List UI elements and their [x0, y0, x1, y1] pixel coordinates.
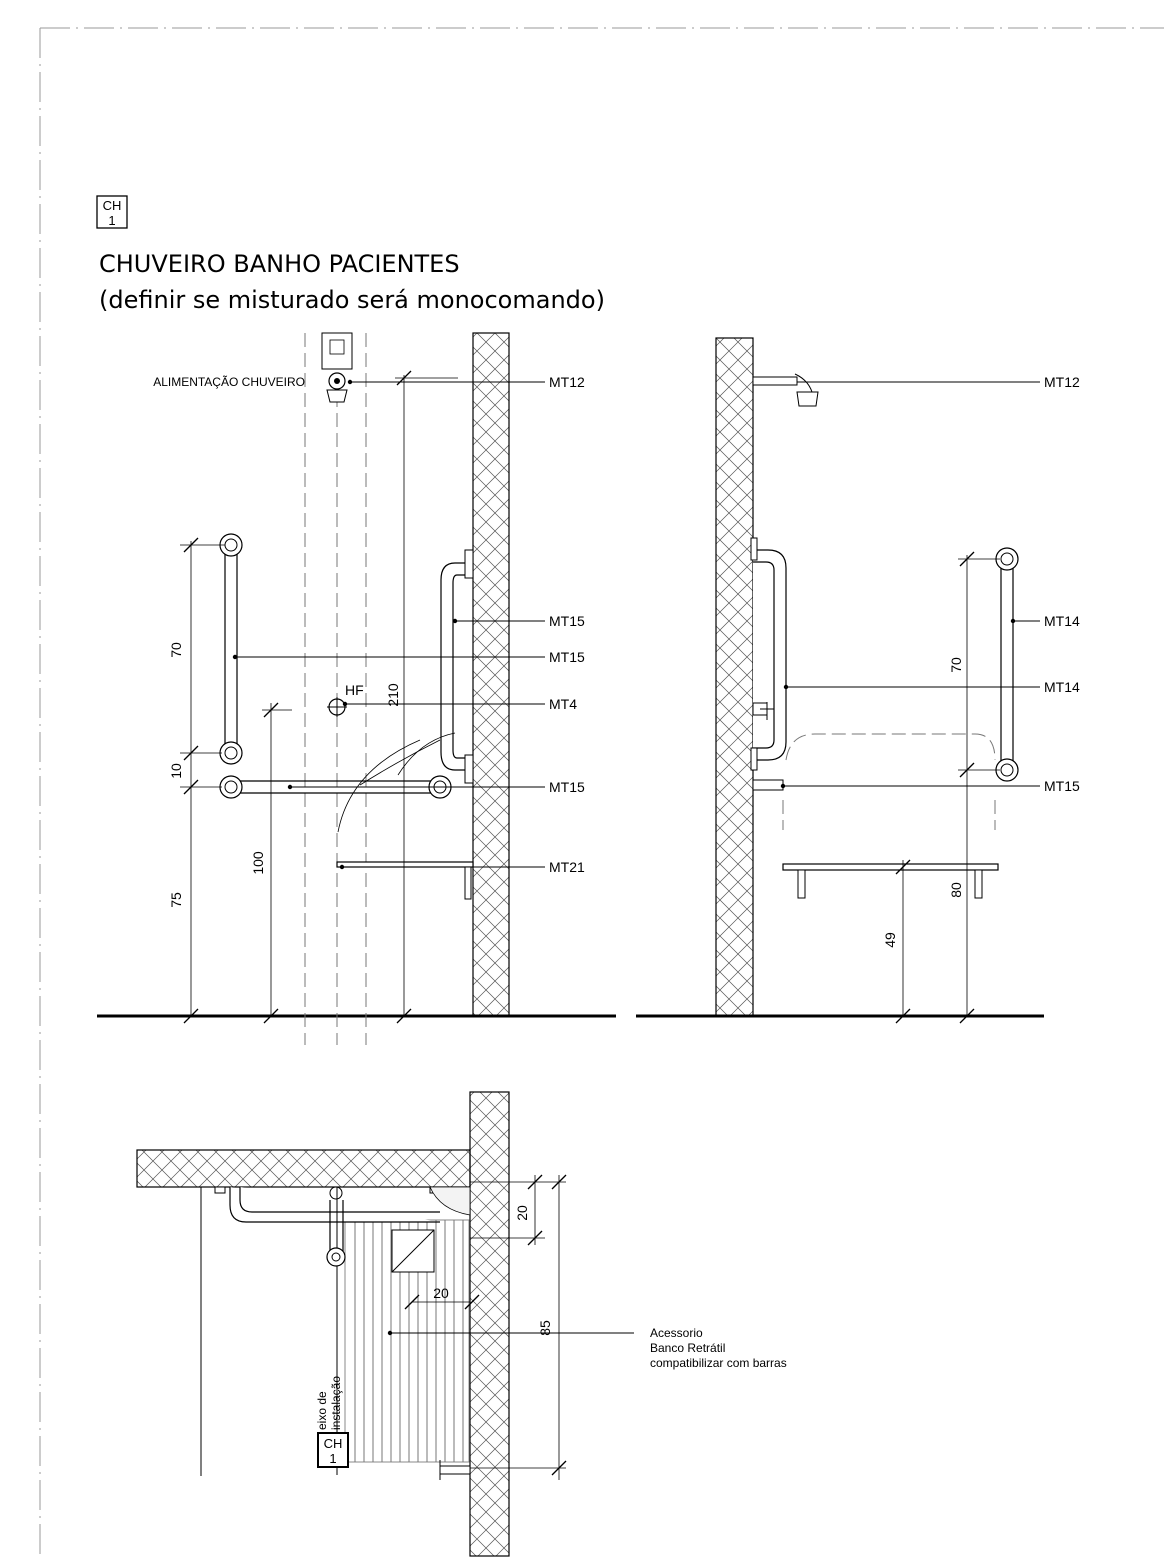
sheet-border: [39, 27, 1164, 1560]
dim-75-front: 75: [168, 892, 184, 908]
axis-label-2: instalação: [329, 1376, 343, 1430]
callout-mt14-vertical: MT14: [1044, 613, 1080, 629]
dim-70-side: 70: [948, 657, 964, 673]
plan-tag: CH 1: [317, 1432, 349, 1468]
dim-85-plan: 85: [537, 1320, 553, 1336]
title-line-1: CHUVEIRO BANHO PACIENTES: [99, 250, 460, 278]
dim-10-front: 10: [168, 763, 184, 779]
dim-100-front: 100: [250, 851, 266, 875]
dim-210-front: 210: [385, 683, 401, 707]
alimentacao-label: ALIMENTAÇÃO CHUVEIRO: [153, 375, 305, 389]
dim-70-front: 70: [168, 642, 184, 658]
dim-80-side: 80: [948, 882, 964, 898]
wall-u-grab-bar: [440, 549, 474, 784]
side-seat: [782, 863, 999, 899]
plan-tag-bottom: 1: [329, 1451, 336, 1466]
side-wall: [715, 337, 754, 1017]
title-line-2: (definir se misturado será monocomando): [99, 286, 605, 314]
callout-mt15-horizontal: MT15: [549, 779, 585, 795]
plan-wall-horizontal: [136, 1149, 471, 1188]
tag-bottom: 1: [108, 213, 115, 228]
callout-mt15-vertical: MT15: [549, 649, 585, 665]
note-line-2: Banco Retrátil: [650, 1341, 725, 1355]
valve-hf: [327, 697, 347, 717]
front-elevation: ALIMENTAÇÃO CHUVEIRO: [97, 332, 616, 1045]
callout-mt21: MT21: [549, 859, 585, 875]
front-wall: [472, 332, 510, 1017]
tag-top: CH: [103, 198, 122, 213]
note-line-3: compatibilizar com barras: [650, 1356, 787, 1370]
callout-mt4: MT4: [549, 696, 577, 712]
vertical-grab-bar: [219, 533, 243, 765]
horizontal-grab-bar: [219, 775, 452, 799]
callout-mt15-u-bar: MT15: [549, 613, 585, 629]
hf-label: HF: [345, 682, 364, 698]
note-line-1: Acessorio: [650, 1326, 703, 1340]
callout-mt12-side: MT12: [1044, 374, 1080, 390]
shower-supply: [321, 332, 353, 403]
side-shower-head: [752, 373, 819, 407]
plan-view: 20 85 20 Acessorio Banco Retrátil compat…: [136, 1091, 787, 1557]
drawing-tag: CH 1: [96, 195, 128, 229]
axis-label-1: eixo de: [315, 1391, 329, 1430]
dim-20-plan-vertical: 20: [514, 1205, 530, 1221]
side-u-grab-bar: [750, 537, 787, 771]
callout-mt15-side: MT15: [1044, 778, 1080, 794]
side-valve: [752, 702, 774, 720]
folding-seat: [336, 861, 474, 900]
callout-mt14-u-bar: MT14: [1044, 679, 1080, 695]
side-vertical-grab-bar: [995, 547, 1019, 782]
plan-tag-top: CH: [324, 1436, 343, 1451]
side-elevation: MT12 MT14 MT14 MT15 70 80 49: [636, 337, 1080, 1024]
dim-49-side: 49: [882, 932, 898, 948]
plan-wall-vertical: [469, 1091, 510, 1557]
callout-mt12-front: MT12: [549, 374, 585, 390]
dim-20-plan-horizontal: 20: [433, 1285, 449, 1301]
